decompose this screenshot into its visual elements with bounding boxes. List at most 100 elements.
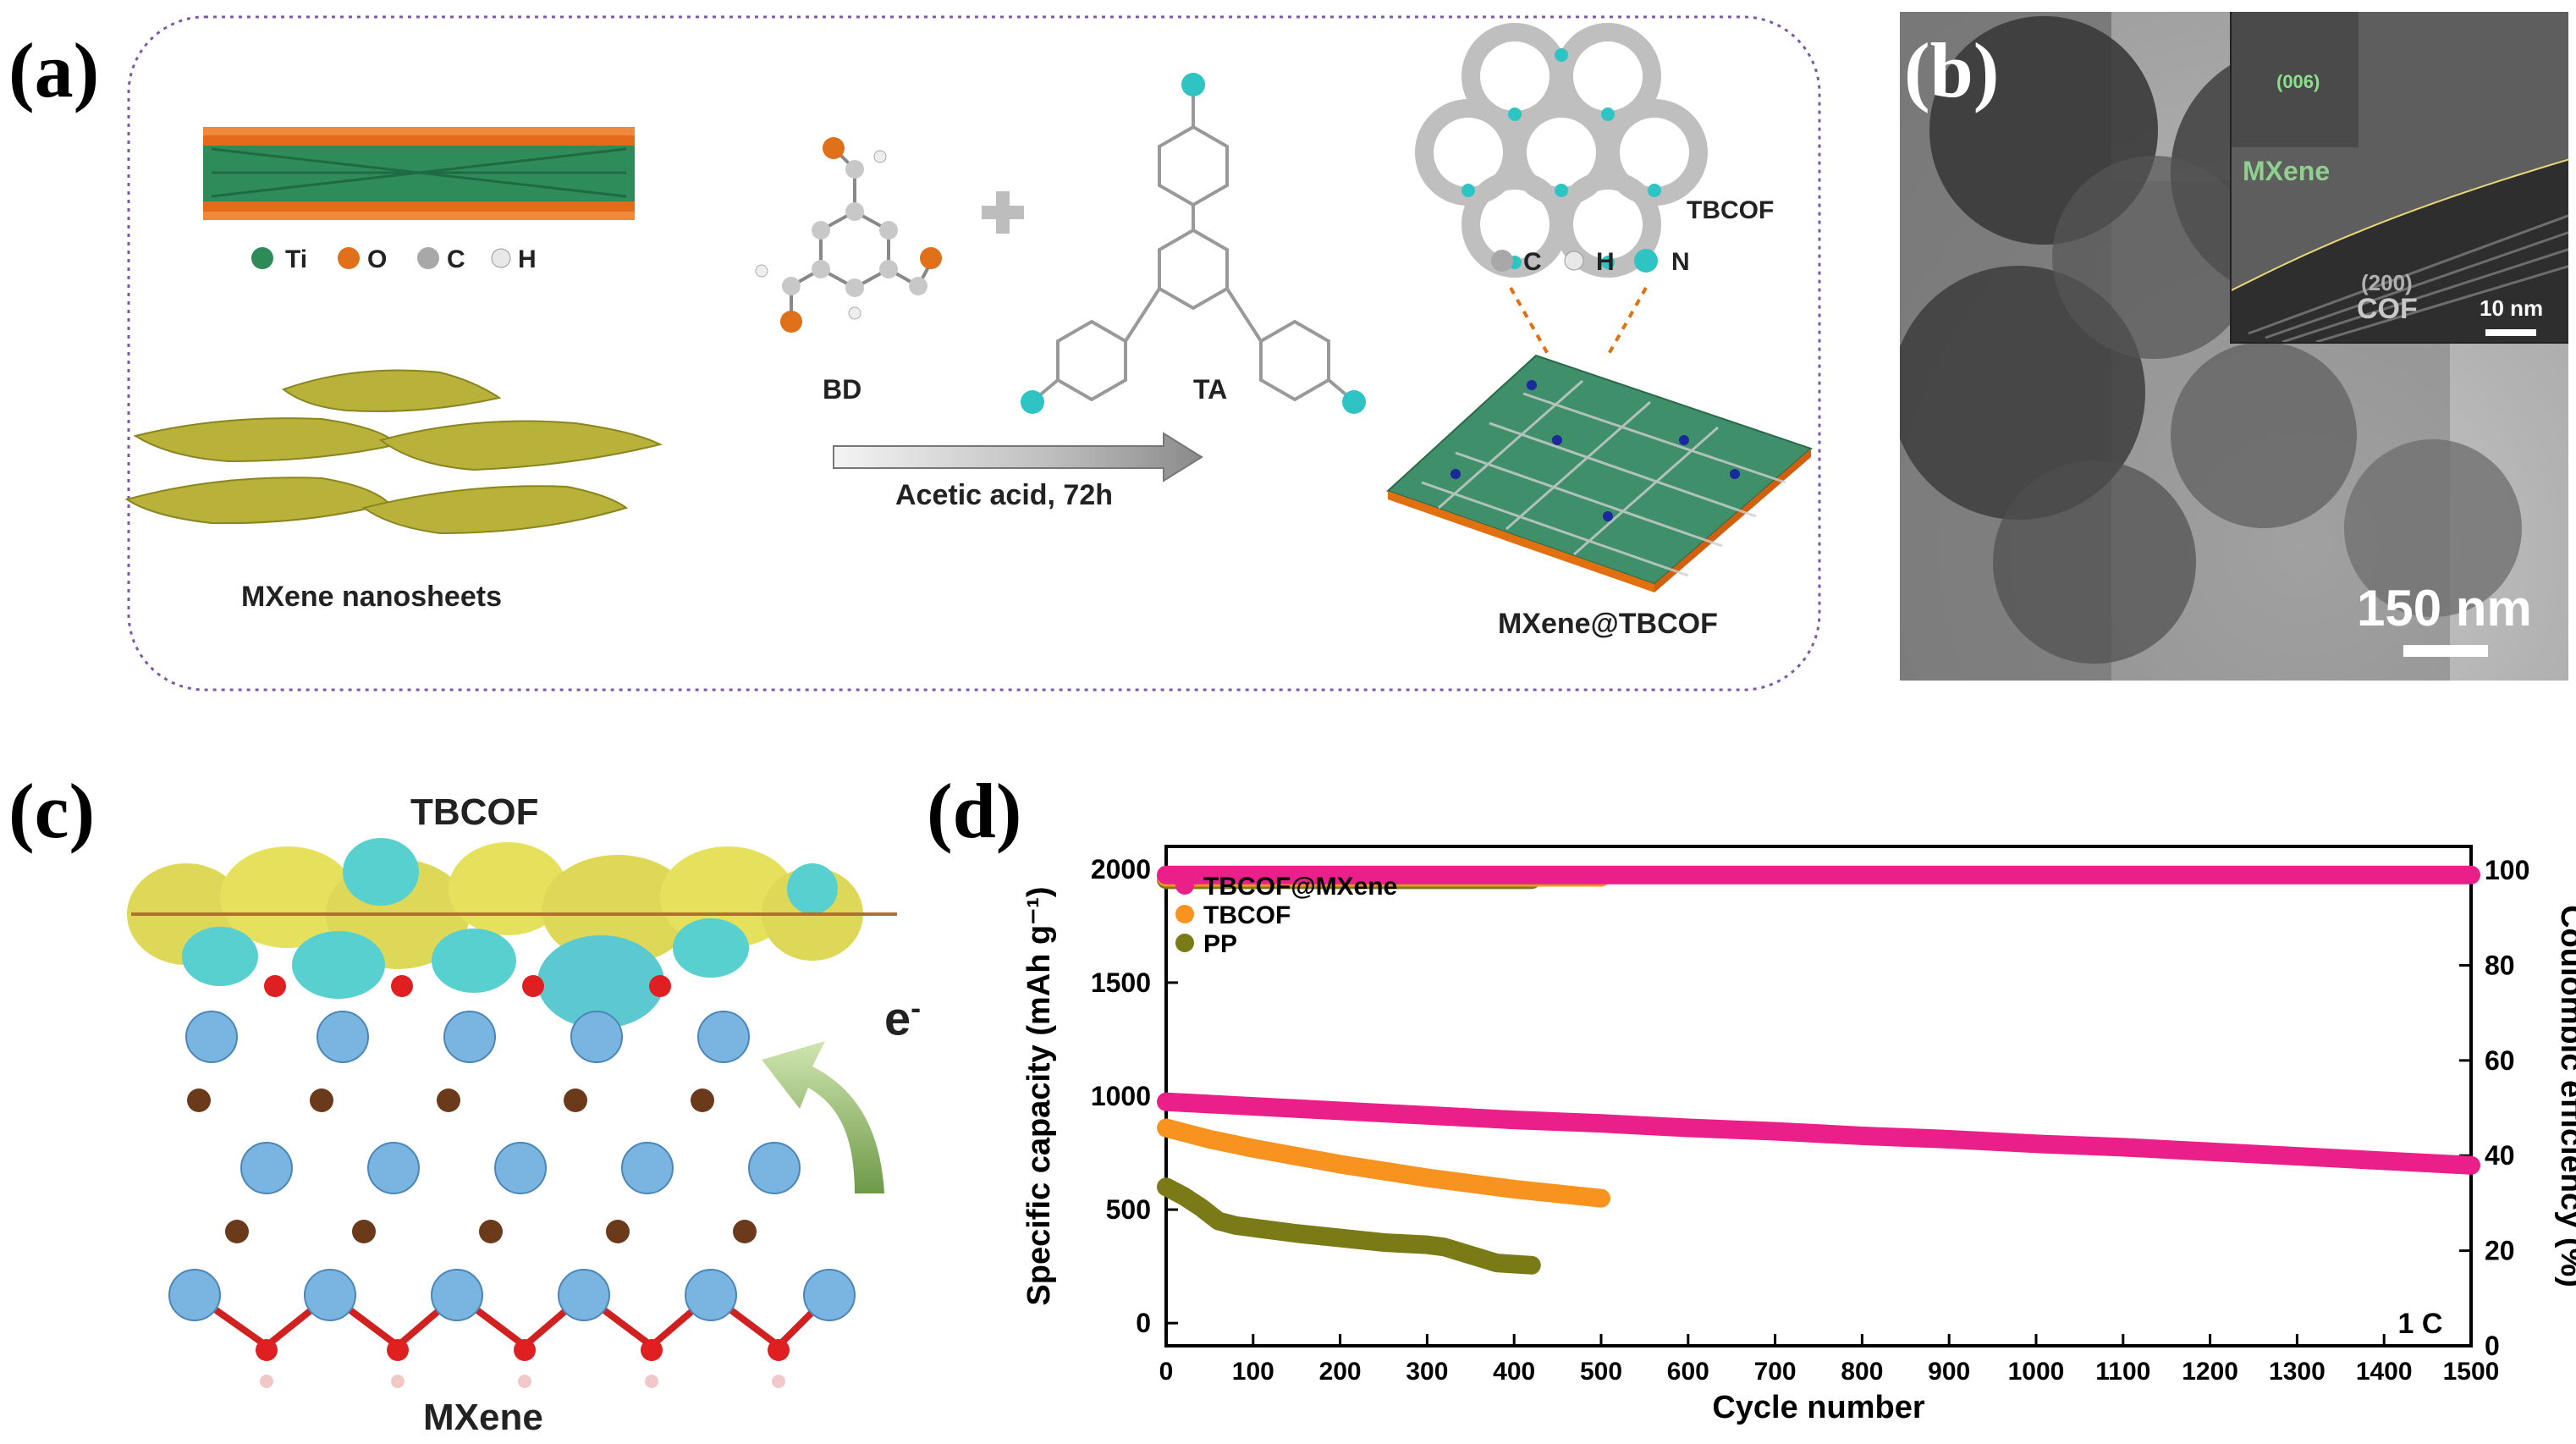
oh-groups-bottom (256, 1339, 790, 1388)
tbcof-mxene-capacity-point (1331, 1102, 1349, 1120)
tbcof-mxene-capacity-point (1853, 1127, 1871, 1144)
n-atom (1181, 73, 1205, 96)
tbcof-capacity-point (1549, 1185, 1566, 1203)
x-tick-label: 500 (1580, 1358, 1622, 1386)
tbcof-capacity-point (1418, 1169, 1436, 1187)
tbcof-mxene-ce-point (2463, 866, 2480, 884)
legend-label: PP (1203, 930, 1237, 958)
bd-atoms (755, 137, 942, 333)
zoom-connector (1606, 287, 1648, 356)
n-legend2-label: N (1671, 248, 1690, 276)
mxene-slab-model (203, 127, 635, 220)
tbcof-charge-density (127, 838, 863, 1028)
y2-tick-label: 40 (2485, 1140, 2515, 1171)
y2-tick-label: 0 (2485, 1331, 2500, 1361)
o-legend-label: O (367, 245, 388, 273)
pp-capacity-point (1175, 1188, 1192, 1204)
x-tick-label: 300 (1406, 1358, 1448, 1386)
pp-capacity-point (1522, 1256, 1540, 1274)
data-marks (1157, 865, 2480, 1275)
x-tick-label: 1200 (2182, 1358, 2238, 1386)
ti-row (168, 1269, 856, 1321)
x-tick-label: 600 (1667, 1358, 1709, 1386)
x-tick-label: 400 (1493, 1358, 1535, 1386)
h-atom-icon (491, 248, 511, 268)
y2-axis-label: Coulombic efficiency (%) (2554, 905, 2576, 1287)
inset-200-label: (200) (2361, 270, 2413, 295)
reaction-condition-label: Acetic acid, 72h (895, 479, 1114, 511)
c-legend-label: C (447, 245, 465, 273)
pp-capacity-point (1158, 1178, 1175, 1196)
bd-label: BD (823, 374, 862, 405)
pp-capacity-point (1488, 1254, 1505, 1272)
pp-capacity-point (1244, 1219, 1262, 1237)
scheme-frame (127, 15, 1821, 692)
y2-tick-label: 60 (2485, 1045, 2515, 1076)
tbcof-mxene-capacity-point (2201, 1143, 2219, 1160)
pp-capacity-point (1375, 1233, 1392, 1251)
mxene-nanosheets-illustration (124, 369, 663, 535)
electron-label: e- (884, 990, 921, 1046)
pp-capacity-point (1227, 1216, 1245, 1234)
ti-atom-icon (251, 247, 273, 269)
tbcof-n-sites (1461, 48, 1661, 269)
pp-capacity-point (1331, 1229, 1349, 1247)
y2-tick-label: 80 (2485, 950, 2515, 980)
y-tick-label: 0 (1136, 1308, 1151, 1338)
tbcof-mxene-capacity-point (1244, 1098, 1262, 1116)
electron-transfer-arrow-icon (762, 1041, 884, 1193)
x-tick-label: 100 (1232, 1358, 1274, 1386)
tbcof-capacity-point (1288, 1148, 1306, 1166)
pp-capacity-point (1461, 1246, 1479, 1264)
ta-molecule (1035, 89, 1351, 402)
inset-scale-label: 10 nm (2480, 295, 2544, 321)
inset-cof-label: COF (2357, 293, 2418, 325)
x-tick-label: 1300 (2269, 1358, 2326, 1386)
tbcof-mxene-capacity-point (1766, 1122, 1784, 1140)
tbcof-mxene-capacity-series (1157, 1092, 2480, 1175)
tbcof-mxene-capacity-point (1940, 1130, 1958, 1148)
x-tick-label: 1100 (2095, 1358, 2150, 1386)
y2-tick-label: 20 (2485, 1236, 2515, 1266)
tbcof-mxene-capacity-point (2028, 1135, 2045, 1153)
tbcof-capacity-point (1593, 1189, 1610, 1207)
panel-label-a: (a) (8, 27, 100, 113)
mxene-tbcof-label: MXene@TBCOF (1498, 608, 1718, 640)
n-atom-icon (1634, 249, 1658, 273)
panel-a-schematic (124, 15, 1821, 692)
h-atom-icon (1564, 251, 1584, 271)
x-tick-label: 900 (1928, 1358, 1970, 1386)
scale-bar (2403, 645, 2488, 657)
n-atom (1021, 390, 1044, 414)
mxene-tbcof-sheet (1386, 354, 1813, 592)
pp-capacity-point (1288, 1225, 1306, 1243)
tbcof-mxene-capacity-point (2375, 1152, 2393, 1170)
ti-row (240, 1142, 801, 1194)
tbcof-honeycomb (1415, 23, 1708, 278)
scale-bar-label: 150 nm (2357, 580, 2532, 637)
tbcof-capacity-point (1201, 1130, 1219, 1148)
tbcof-capacity-point (1331, 1155, 1349, 1173)
charge-density-model (127, 838, 897, 1388)
y-axis-label: Specific capacity (mAh g⁻¹) (1021, 886, 1057, 1305)
tbcof-mxene-capacity-point (1505, 1111, 1523, 1129)
ta-label: TA (1193, 374, 1228, 405)
oh-groups-top (264, 975, 671, 997)
tem-image: (006) MXene (200) COF 10 nm 150 nm (1900, 12, 2568, 681)
tbcof-capacity-point (1505, 1180, 1523, 1198)
n-atom (1342, 390, 1366, 414)
x-tick-label: 0 (1159, 1358, 1174, 1386)
tbcof-label: TBCOF (1687, 196, 1775, 224)
tbcof-top-label: TBCOF (410, 791, 539, 833)
inset-mxene-label: MXene (2243, 156, 2331, 186)
h-legend-label: H (518, 245, 537, 273)
plot-frame (1164, 845, 2473, 1348)
hrtem-inset (2230, 12, 2568, 344)
legend-marker (1175, 876, 1194, 895)
pp-capacity-point (1435, 1238, 1453, 1256)
legend-label: TBCOF@MXene (1203, 873, 1397, 901)
